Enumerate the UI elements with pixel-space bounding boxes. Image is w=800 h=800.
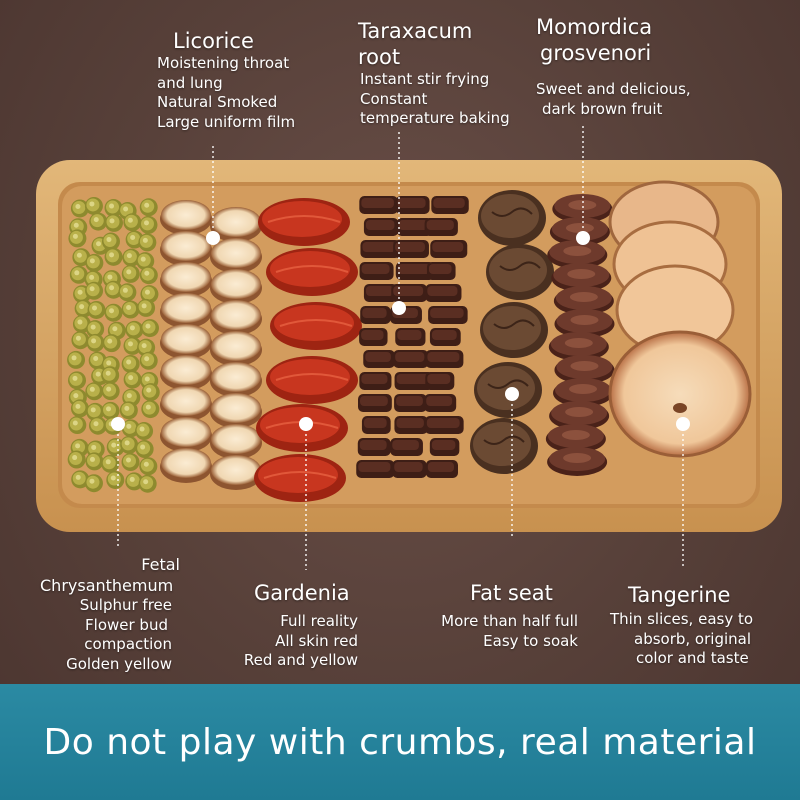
licorice-callout: Licorice Moistening throat and lung Natu… <box>157 28 295 132</box>
gardenia-desc-1: Full reality <box>280 612 358 630</box>
tangerine-desc-1: Thin slices, easy to <box>610 610 754 628</box>
fat-seat-desc-2: Easy to soak <box>483 631 578 650</box>
chrysanthemum-desc-4: Golden yellow <box>66 654 172 673</box>
momordica-callout: Momordica grosvenori Sweet and delicious… <box>536 14 691 119</box>
fat-seat-title: Fat seat <box>470 581 553 605</box>
fat-seat-seeds <box>470 190 554 474</box>
taraxacum-root-pieces <box>356 196 469 478</box>
licorice-desc-1: Moistening throat <box>157 54 290 72</box>
momordica-slices <box>545 194 615 476</box>
tangerine-desc-3: color and taste <box>636 649 749 667</box>
licorice-title: Licorice <box>173 29 254 53</box>
chrysanthemum-title-2: Chrysanthemum <box>40 576 174 595</box>
taraxacum-desc-1: Instant stir frying <box>360 70 490 88</box>
taraxacum-desc-3: temperature baking <box>360 109 510 127</box>
callout-lines <box>117 126 684 570</box>
tangerine-callout: Tangerine Thin slices, easy to absorb, o… <box>610 582 790 669</box>
chrysanthemum-title-1: Fetal <box>141 555 180 574</box>
tangerine-slices <box>608 180 752 458</box>
tangerine-desc-2: absorb, original <box>634 629 751 648</box>
fat-seat-desc-1: More than half full <box>441 612 578 630</box>
gardenia-fruits <box>254 198 362 502</box>
licorice-desc-4: Large uniform film <box>157 112 296 131</box>
callout-dots <box>111 231 690 431</box>
taraxacum-callout: Taraxacum root Instant stir frying Const… <box>358 18 510 129</box>
licorice-desc-3: Natural Smoked <box>157 93 278 111</box>
tangerine-title: Tangerine <box>628 583 731 607</box>
licorice-slices <box>160 200 262 490</box>
gardenia-desc-3: Red and yellow <box>243 651 358 669</box>
slogan-banner: Do not play with crumbs, real material <box>0 684 800 800</box>
chrysanthemum-desc-3: compaction <box>84 635 172 653</box>
chrysanthemum-callout: Fetal Chrysanthemum Sulphur free Flower … <box>30 554 182 674</box>
chrysanthemum-desc-1: Sulphur free <box>79 596 172 614</box>
fat-seat-callout: Fat seat More than half full Easy to soa… <box>424 580 578 651</box>
slogan-text: Do not play with crumbs, real material <box>43 721 757 763</box>
momordica-title-2: grosvenori <box>540 41 652 65</box>
gardenia-title: Gardenia <box>254 581 350 605</box>
momordica-desc-2: dark brown fruit <box>542 99 663 118</box>
chrysanthemum-desc-2: Flower bud <box>85 615 168 634</box>
gardenia-desc-2: All skin red <box>275 631 358 650</box>
momordica-title-1: Momordica <box>536 15 653 39</box>
taraxacum-title-2: root <box>358 45 401 69</box>
taraxacum-desc-2: Constant <box>360 89 428 108</box>
taraxacum-title-1: Taraxacum <box>358 19 473 43</box>
gardenia-callout: Gardenia Full reality All skin red Red a… <box>224 580 358 671</box>
momordica-desc-1: Sweet and delicious, <box>536 80 691 98</box>
chrysanthemum-buds <box>67 196 160 493</box>
licorice-desc-2: and lung <box>157 73 223 92</box>
